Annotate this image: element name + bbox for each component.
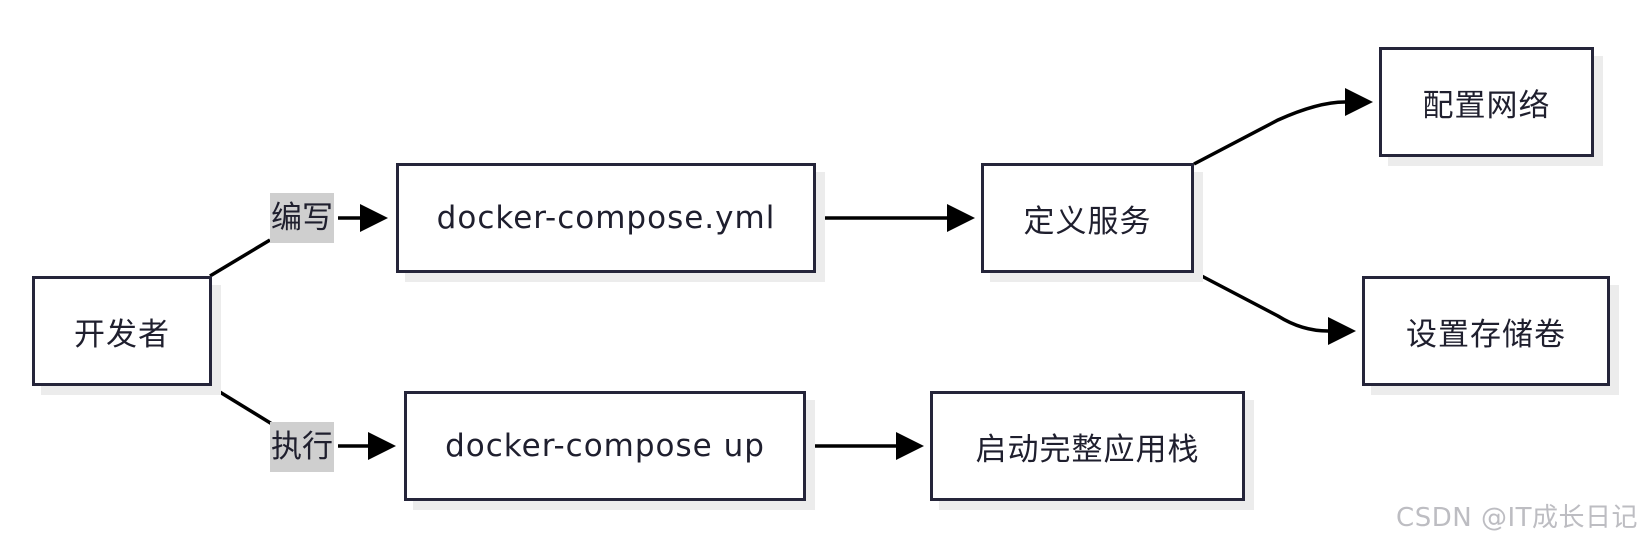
node-start-stack: 启动完整应用栈	[930, 391, 1245, 501]
node-configure-network: 配置网络	[1379, 47, 1594, 157]
node-define-services: 定义服务	[981, 163, 1194, 273]
arrowhead-define-services	[947, 204, 975, 232]
node-configure-volumes: 设置存储卷	[1362, 276, 1610, 386]
arrowhead-compose-file	[360, 204, 388, 232]
node-compose-up-label: docker-compose up	[445, 428, 765, 464]
node-start-stack-label: 启动完整应用栈	[975, 431, 1200, 468]
node-define-services-label: 定义服务	[1023, 203, 1152, 240]
node-configure-volumes-label: 设置存储卷	[1406, 316, 1566, 353]
edge-define-services-to-volumes	[1193, 270, 1329, 333]
arrowhead-network	[1345, 88, 1373, 116]
edge-label-write: 编写	[270, 193, 334, 243]
node-compose-up: docker-compose up	[404, 391, 806, 501]
arrowhead-compose-up	[368, 432, 396, 460]
node-compose-file-label: docker-compose.yml	[436, 200, 776, 236]
edge-label-execute-text: 执行	[271, 429, 333, 465]
watermark-text: CSDN @IT成长日记	[1396, 503, 1638, 533]
arrowhead-volumes	[1328, 317, 1356, 345]
edge-developer-to-write-label	[209, 238, 271, 278]
node-configure-network-label: 配置网络	[1422, 87, 1551, 124]
node-developer-label: 开发者	[74, 316, 170, 353]
edge-label-execute: 执行	[270, 422, 334, 472]
edge-label-write-text: 编写	[271, 200, 333, 236]
arrowhead-start-stack	[896, 432, 924, 460]
edge-define-services-to-network	[1193, 100, 1346, 166]
edge-developer-to-execute-label	[209, 384, 273, 426]
node-developer: 开发者	[32, 276, 212, 386]
node-compose-file: docker-compose.yml	[396, 163, 816, 273]
